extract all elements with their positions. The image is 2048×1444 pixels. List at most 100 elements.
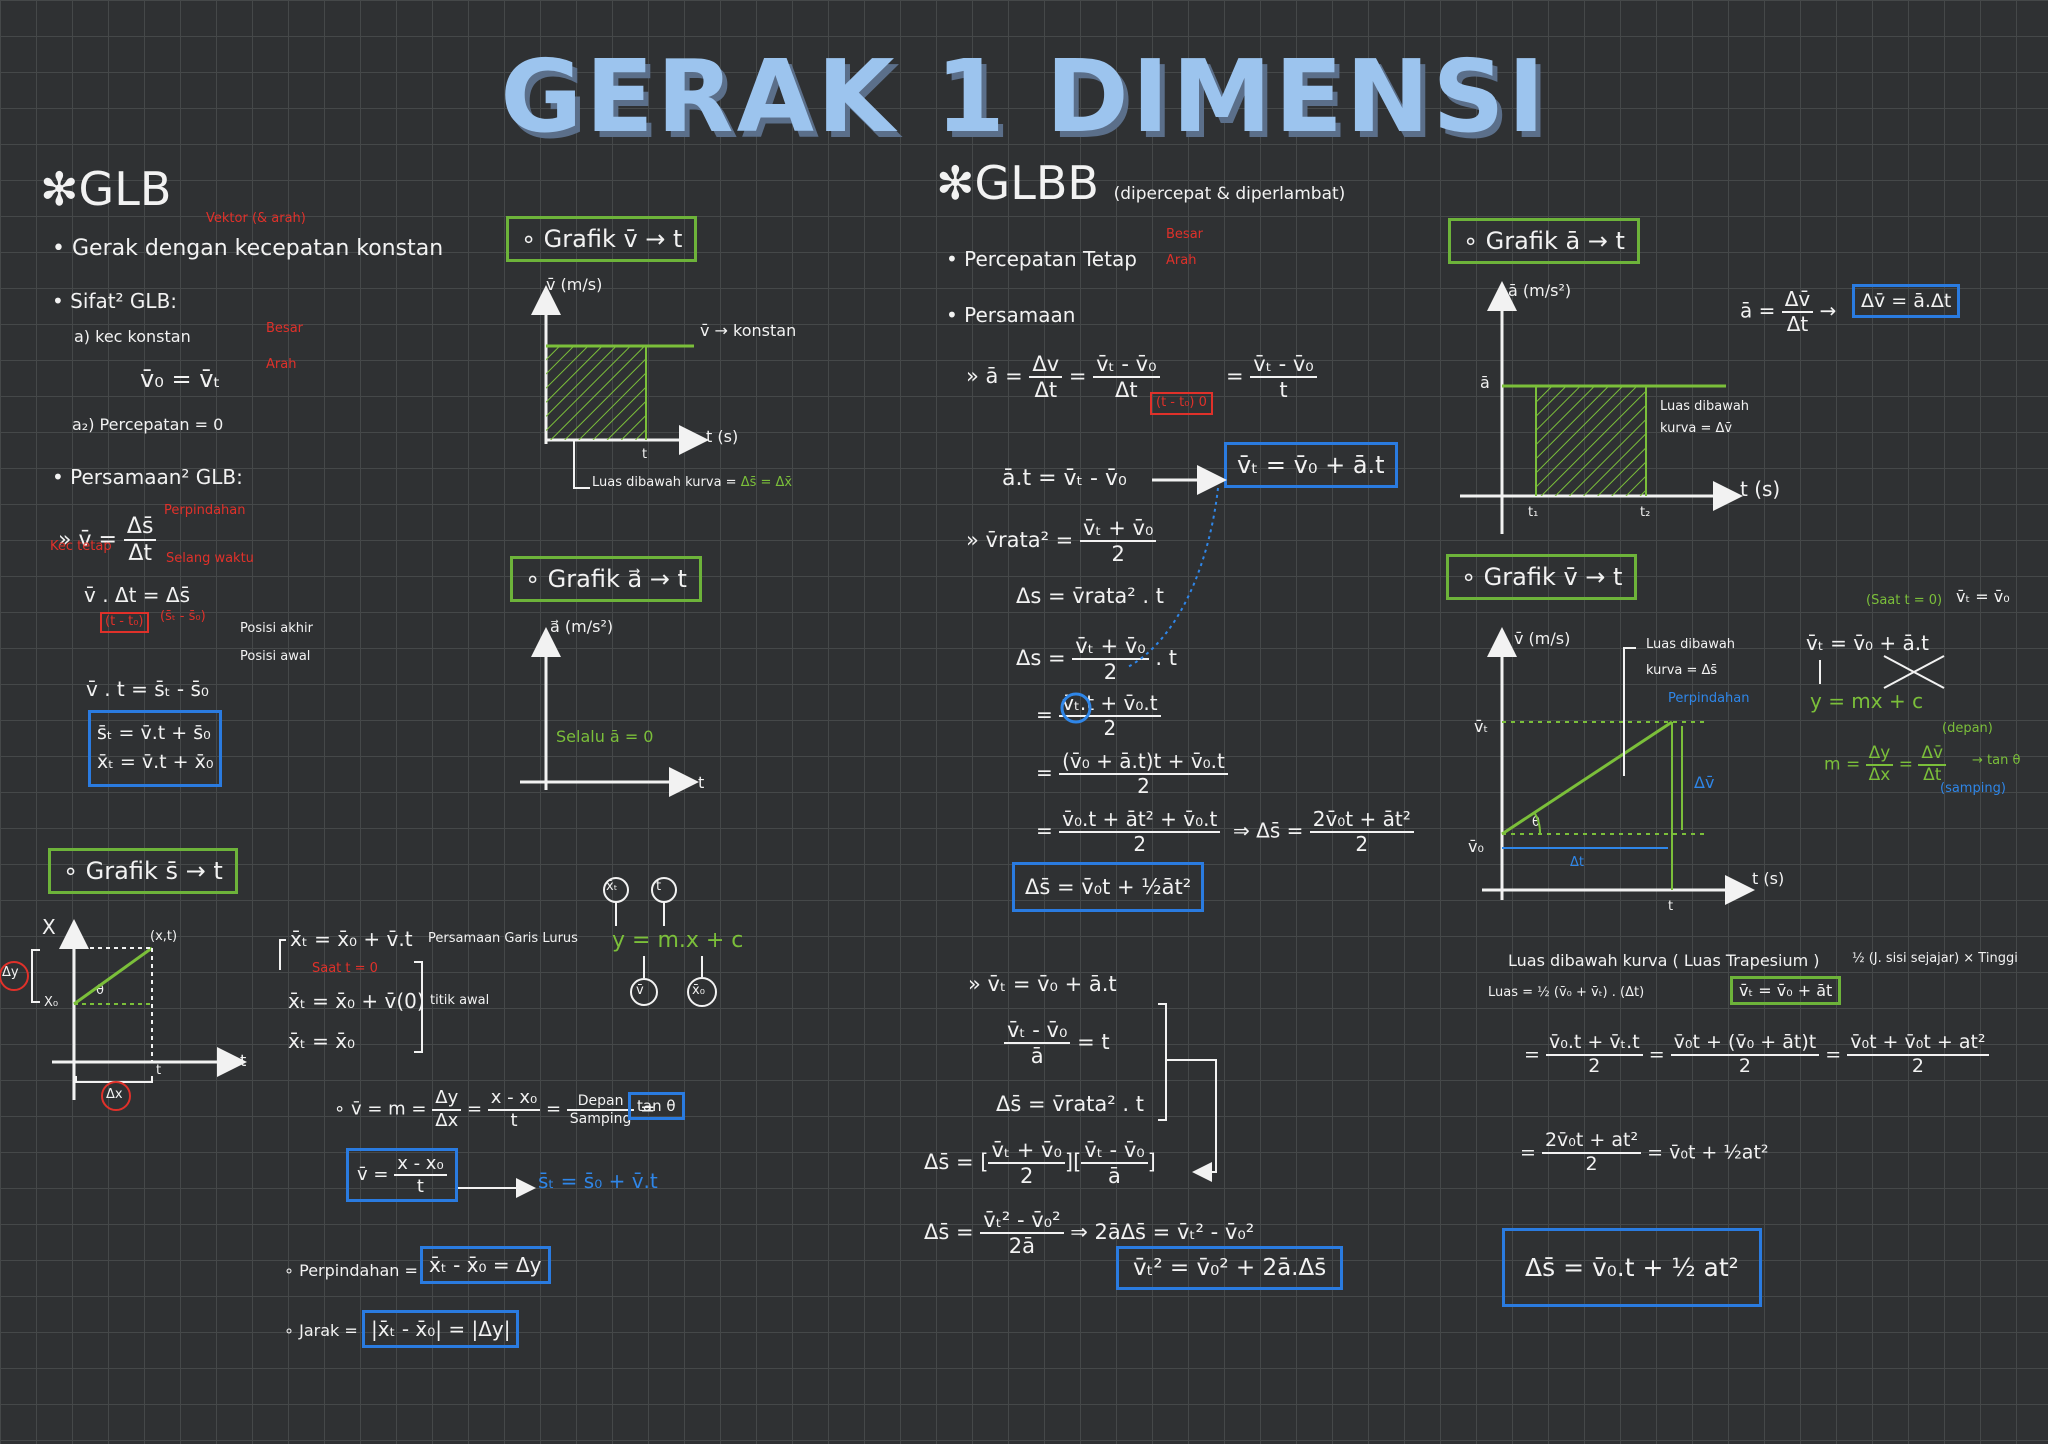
- glb-persamaan: • Persamaan² GLB:: [52, 465, 243, 489]
- glbb-b3: Δs̄ = v̄rata² . t: [996, 1092, 1144, 1116]
- jarak-label: ∘ Jarak =: [284, 1321, 358, 1340]
- posisi-akhir: Posisi akhir: [240, 621, 313, 636]
- glbb-a-definition: ā = Δv̄Δt →: [1740, 287, 1837, 336]
- vektor-note: Vektor (& arah): [206, 211, 306, 226]
- glb-eq3: v̄ . t = s̄ₜ - s̄₀: [86, 677, 209, 701]
- glbb-dv-box: Δv̄ = ā.Δt: [1852, 284, 1961, 318]
- glbb-trap-box: v̄ₜ = v̄₀ + āt: [1730, 976, 1842, 1005]
- glbb-final-box: Δs̄ = v̄₀.t + ½ at²: [1502, 1228, 1762, 1307]
- glbb-saat-t0: (Saat t = 0): [1866, 593, 1943, 608]
- glbb-vt-dv: Δv̄: [1694, 773, 1715, 792]
- glbb-at-luas: Luas dibawah: [1660, 399, 1750, 414]
- circle-t: t: [656, 879, 662, 894]
- glbb-saat-eq: v̄ₜ = v̄₀: [1956, 587, 2010, 606]
- glbb-at-kurva: kurva = Δv̄: [1660, 421, 1733, 436]
- glb-at-selalu: Selalu ā = 0: [556, 727, 654, 746]
- glbb-m-samping: (samping): [1940, 781, 2006, 796]
- glb-vt-graph: [531, 285, 709, 489]
- glbb-m-tan: → tan θ: [1972, 753, 2021, 768]
- glb-vt-konstan: v̄ → konstan: [700, 321, 797, 340]
- glbb-vt-kurva: kurva = Δs̄: [1646, 663, 1718, 678]
- glbb-grafik-vt-title: ∘ Grafik v̄ → t: [1446, 554, 1638, 600]
- glbb-b1: » v̄ₜ = v̄₀ + ā.t: [968, 972, 1117, 996]
- glbb-besar-note: Besar: [1166, 227, 1204, 242]
- glbb-vt-circle: [1060, 692, 1092, 724]
- glbb-vt-box: v̄ₜ = v̄₀ + ā.t: [1224, 442, 1398, 488]
- glbb-vt-ylabel: v̄ (m/s): [1514, 629, 1571, 648]
- glbb-ds-box: Δs̄ = v̄₀t + ½āt²: [1012, 862, 1205, 912]
- posisi-awal: Posisi awal: [240, 649, 311, 664]
- bracket-note-s: (s̄ₜ - s̄₀): [160, 609, 206, 624]
- glbb-at-a: ā: [1480, 373, 1490, 392]
- st-point: (x,t): [150, 929, 178, 944]
- glb-heading: ✻GLB: [40, 162, 172, 216]
- glbb-vt-line: [1501, 720, 1673, 836]
- glb-eq2: v̄ . Δt = Δs̄: [84, 583, 191, 607]
- circle-v: v̄: [636, 983, 644, 998]
- glbb-vt-perpindahan: Perpindahan: [1668, 691, 1750, 706]
- saat-t0: Saat t = 0: [312, 961, 378, 976]
- selang-waktu-note: Selang waktu: [166, 551, 254, 566]
- asterisk-icon: ✻: [40, 162, 79, 216]
- perpindahan-label: ∘ Perpindahan =: [284, 1261, 418, 1280]
- glbb-ds1: Δs = v̄rata² . t: [1016, 584, 1164, 608]
- glbb-a2: ā.t = v̄ₜ - v̄₀: [1002, 466, 1127, 491]
- glbb-at-area: [1536, 386, 1646, 496]
- glbb-m-depan: (depan): [1942, 721, 1993, 736]
- st-dy: Δy: [2, 965, 19, 980]
- sifat-2: a₂) Percepatan = 0: [72, 415, 224, 434]
- glb-at-xlabel: t: [698, 773, 705, 792]
- circle-xt: x̄ₜ: [606, 879, 618, 894]
- glbb-vt-theta: θ: [1532, 815, 1540, 830]
- circle-t-ring: [651, 877, 677, 903]
- glb-ymxc: y = m.x + c: [612, 928, 744, 953]
- glb-vt-area: [546, 346, 646, 440]
- glbb-at-graph: [1460, 281, 1743, 534]
- circle-xt-ring: [603, 877, 629, 903]
- bracket-note-t: (t - t₀): [100, 612, 149, 633]
- glb-formula-box: s̄ₜ = v̄.t + s̄₀ x̄ₜ = v̄.t + x̄₀: [88, 710, 223, 787]
- glb-vt-t: t: [642, 447, 648, 462]
- besar-note: Besar: [266, 321, 304, 336]
- glb-sifat: • Sifat² GLB:: [52, 289, 178, 313]
- glbb-at-t2: t₂: [1640, 505, 1651, 520]
- glb-grafik-vt-title: ∘ Grafik v̄ → t: [506, 216, 698, 262]
- glb-eq5: x̄ₜ = x̄₀ + v̄(0): [288, 989, 425, 1013]
- glbb-lin1: v̄ₜ = v̄₀ + ā.t: [1806, 631, 1929, 655]
- st-theta: θ: [96, 983, 104, 998]
- glb-at-graph: [520, 627, 699, 797]
- glb-grafik-at-title: ∘ Grafik a⃗ → t: [510, 556, 702, 602]
- glbb-arah-note: Arah: [1166, 253, 1197, 268]
- glbb-grafik-at-title: ∘ Grafik ā → t: [1448, 218, 1640, 264]
- glbb-vt-dt: Δt: [1570, 855, 1584, 870]
- glbb-trap-luas: Luas = ½ (v̄₀ + v̄ₜ) . (Δt): [1488, 985, 1645, 1000]
- glbb-red-note: (t - t₀) 0: [1150, 392, 1213, 415]
- v0-equals-vt: v̄₀ = v̄ₜ: [140, 365, 221, 393]
- glbb-vt-v0: v̄₀: [1468, 837, 1484, 856]
- glbb-vt-graph: [1482, 627, 1755, 905]
- glbb-at-t1: t₁: [1528, 505, 1539, 520]
- titik-awal: titik awal: [430, 993, 490, 1008]
- glb-vt-xlabel: t (s): [706, 427, 739, 446]
- glbb-lin2: y = mx + c: [1810, 689, 1924, 713]
- glb-st-graph: [0, 919, 247, 1111]
- arah-note: Arah: [266, 357, 297, 372]
- st-formula: s̄ₜ = s̄₀ + v̄.t: [538, 1169, 658, 1193]
- glbb-persamaan: • Persamaan: [946, 303, 1076, 327]
- perpindahan-box: x̄ₜ - x̄₀ = Δy: [420, 1246, 551, 1284]
- glbb-trap-note: ½ (J. sisi sejajar) × Tinggi: [1852, 951, 2018, 966]
- circle-x0: x̄₀: [692, 983, 705, 998]
- glbb-trap: Luas dibawah kurva ( Luas Trapesium ): [1508, 951, 1820, 970]
- glb-vt-luas: Luas dibawah kurva = Δs̄ = Δx̄: [592, 475, 793, 490]
